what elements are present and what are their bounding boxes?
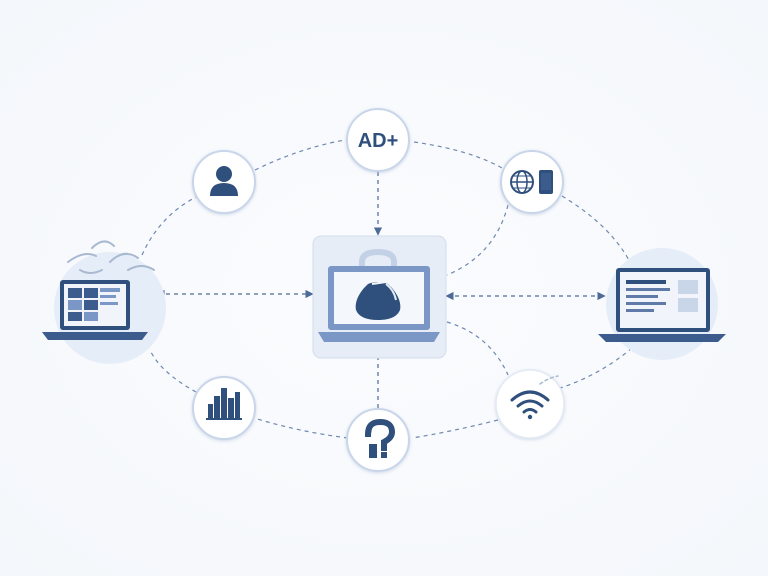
node-center	[312, 235, 447, 359]
node-top-label: AD+	[358, 130, 399, 152]
connector-right-bottomright	[559, 347, 633, 389]
node-bottom	[346, 408, 410, 472]
laptop-document-icon	[598, 268, 726, 342]
branch-decoration	[67, 240, 155, 274]
question-mark-icon	[364, 418, 396, 458]
laptop-dashboard-icon	[42, 280, 148, 340]
globe-phone-icon	[510, 170, 553, 194]
connector-bottom-bottomleft	[253, 417, 349, 439]
arrow-lines	[156, 172, 606, 408]
connector-bottomleft-left	[149, 349, 197, 393]
connector-lines	[141, 139, 633, 439]
connector-top-topright	[413, 141, 503, 169]
node-left	[42, 240, 166, 364]
connector-left-topleft	[141, 195, 199, 256]
user-icon	[210, 166, 238, 196]
connector-topleft-top	[254, 139, 346, 171]
bar-chart-icon	[206, 388, 242, 420]
connector-center-bottomright	[446, 321, 509, 376]
node-top	[346, 108, 410, 172]
connector-topright-right	[561, 195, 631, 263]
node-bottom-right	[495, 369, 565, 439]
node-right	[598, 248, 726, 360]
wifi-icon	[510, 375, 559, 420]
locked-bag-laptop-icon	[318, 248, 440, 342]
connector-topright-center	[446, 204, 509, 276]
connector-bottomright-bottom	[411, 419, 499, 439]
